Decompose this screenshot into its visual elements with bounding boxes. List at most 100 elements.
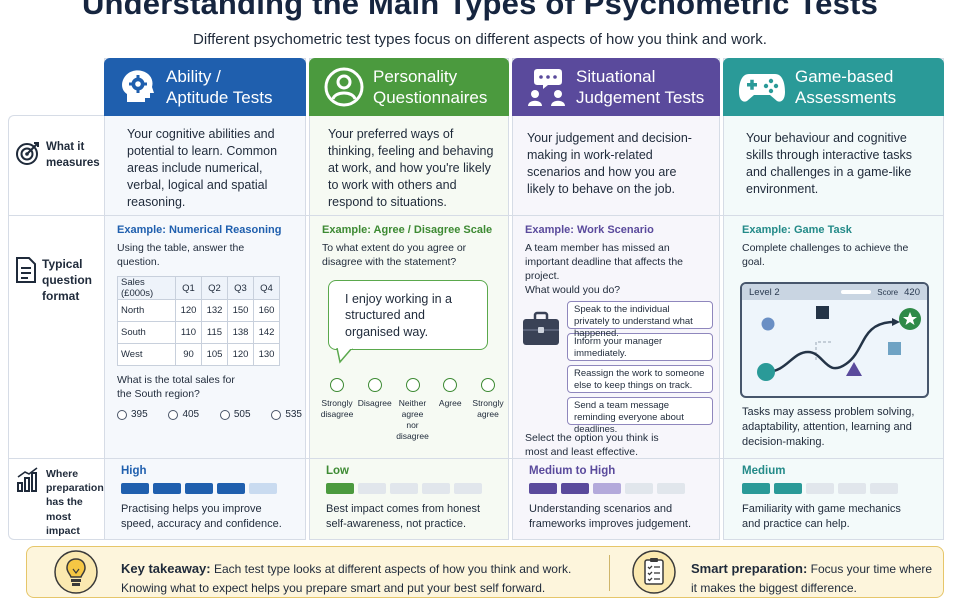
table-cell: 138 [227, 321, 254, 344]
people-chat-icon [528, 69, 565, 106]
impact-bar-filled [153, 483, 181, 494]
table-cell: 150 [227, 299, 254, 322]
impact-note-game: Familiarity with game mechanics and prac… [742, 503, 901, 530]
radio-button[interactable] [367, 378, 382, 392]
target-icon [16, 142, 39, 165]
answer-label: 395 [131, 409, 148, 420]
table-cell: West [117, 343, 176, 366]
radio-button[interactable] [405, 378, 420, 392]
scale-option[interactable]: Strongly agree [471, 378, 505, 442]
radio-button[interactable] [117, 409, 127, 420]
table-row: North 120 132 150 160 [117, 299, 280, 322]
measures-situational: Your judgement and decision-making in wo… [527, 131, 692, 196]
clipboard-check-icon [632, 550, 676, 594]
column-ability: Ability / Aptitude Tests Your cognitive … [104, 58, 306, 540]
bubble-tail [336, 348, 353, 364]
scenario-option[interactable]: Speak to the individual privately to und… [567, 301, 713, 339]
impact-bar-filled [217, 483, 245, 494]
impact-bar-empty [838, 483, 866, 494]
scale-option[interactable]: Neither agree nor disagree [396, 378, 430, 442]
scale-option[interactable]: Strongly disagree [320, 378, 354, 442]
example-title-game: Example: Game Task [742, 224, 852, 236]
impact-bar-empty [870, 483, 898, 494]
game-score: 420 [904, 286, 920, 298]
scale-option[interactable]: Disagree [358, 378, 392, 442]
table-cell: 120 [227, 343, 254, 366]
answer-option[interactable]: 505 [219, 409, 251, 420]
table-cell: 90 [175, 343, 202, 366]
prompt-game: Complete challenges to achieve the goal. [742, 242, 909, 269]
answer-option[interactable]: 535 [271, 409, 302, 420]
impact-bar-filled [593, 483, 621, 494]
scale-label: Neither agree nor disagree [396, 398, 429, 442]
column-header-game: Game-based Assessments [723, 58, 944, 116]
column-header-situational: Situational Judgement Tests [512, 58, 720, 116]
row-label-format: Typical question format [9, 256, 105, 305]
scale-label: Disagree [357, 398, 392, 408]
impact-note-situational: Understanding scenarios and frameworks i… [529, 503, 692, 530]
scale-option[interactable]: Agree [433, 378, 467, 442]
table-cell: South [117, 321, 176, 344]
statement-bubble: I enjoy working in a structured and orga… [328, 280, 488, 350]
impact-level-game: Medium [742, 465, 786, 477]
table-cell: 120 [175, 299, 202, 322]
game-screen[interactable]: Level 2 Score 420 [740, 282, 929, 398]
radio-button[interactable] [219, 409, 230, 420]
impact-bar-empty [422, 483, 450, 494]
answer-option[interactable]: 405 [168, 409, 199, 420]
lightbulb-icon [54, 550, 98, 594]
key-takeaway-text: Key takeaway: Each test type looks at di… [121, 559, 571, 598]
table-cell: 132 [201, 299, 228, 322]
radio-button[interactable] [271, 409, 282, 420]
impact-level-situational: Medium to High [529, 465, 616, 477]
radio-button[interactable] [330, 378, 344, 392]
impact-bar-filled [774, 483, 802, 494]
answer-options: 395 405 505 535 [117, 409, 302, 420]
radio-button[interactable] [443, 378, 458, 392]
radio-button[interactable] [168, 409, 179, 420]
gamepad-icon [739, 74, 785, 102]
prompt-situational: A team member has missed an important de… [525, 242, 683, 283]
row-label-measures-text: What it measures [46, 141, 100, 169]
scenario-option[interactable]: Reassign the work to someone else to kee… [567, 365, 713, 393]
scenario-option[interactable]: Send a team message reminding everyone a… [567, 397, 713, 435]
smart-preparation-text: Smart preparation: Focus your time where… [691, 559, 941, 598]
impact-bars-situational [529, 483, 685, 494]
prompt2-situational: What would you do? [525, 284, 621, 296]
impact-bar-filled [742, 483, 770, 494]
impact-note-personality: Best impact comes from honest self-aware… [326, 503, 481, 530]
game-status-bar: Level 2 Score 420 [742, 284, 927, 300]
impact-bar-empty [390, 483, 418, 494]
impact-bars-personality [326, 483, 482, 494]
impact-bar-empty [249, 483, 277, 494]
numerical-table: Sales (£000s) Q1 Q2 Q3 Q4 North 120 132 … [117, 276, 280, 366]
note-game: Tasks may assess problem solving, adapta… [742, 406, 915, 448]
question-ability: What is the total sales for the South re… [117, 374, 235, 401]
key-takeaway-label: Key takeaway: [121, 561, 211, 576]
answer-option[interactable]: 395 [117, 409, 148, 420]
impact-bar-filled [121, 483, 149, 494]
document-icon [16, 257, 36, 283]
impact-level-ability: High [121, 465, 147, 477]
impact-bar-filled [185, 483, 213, 494]
circle-shape [761, 317, 775, 331]
measures-ability: Your cognitive abilities and potential t… [127, 127, 278, 209]
scenario-option[interactable]: Inform your manager immediately. [567, 333, 713, 361]
measures-personality: Your preferred ways of thinking, feeling… [328, 127, 494, 209]
impact-bar-empty [657, 483, 685, 494]
page-title: Understanding the Main Types of Psychome… [81, 0, 879, 21]
impact-bar-empty [806, 483, 834, 494]
radio-button[interactable] [481, 378, 495, 392]
table-cell: 110 [175, 321, 202, 344]
column-situational: Situational Judgement Tests Your judgeme… [512, 58, 720, 540]
impact-bar-empty [454, 483, 482, 494]
instruction-situational: Select the option you think is most and … [525, 432, 659, 459]
page-subtitle: Different psychometric test types focus … [193, 31, 767, 48]
impact-bar-empty [358, 483, 386, 494]
table-header: Sales (£000s) [117, 276, 176, 300]
scenario-options: Speak to the individual privately to und… [567, 301, 713, 435]
row-label-format-text: Typical question format [42, 257, 92, 304]
row-labels: What it measures Typical question format… [8, 115, 104, 540]
smart-preparation-line2: it makes the biggest difference. [691, 581, 857, 596]
column-title-game: Game-based Assessments [795, 66, 897, 107]
